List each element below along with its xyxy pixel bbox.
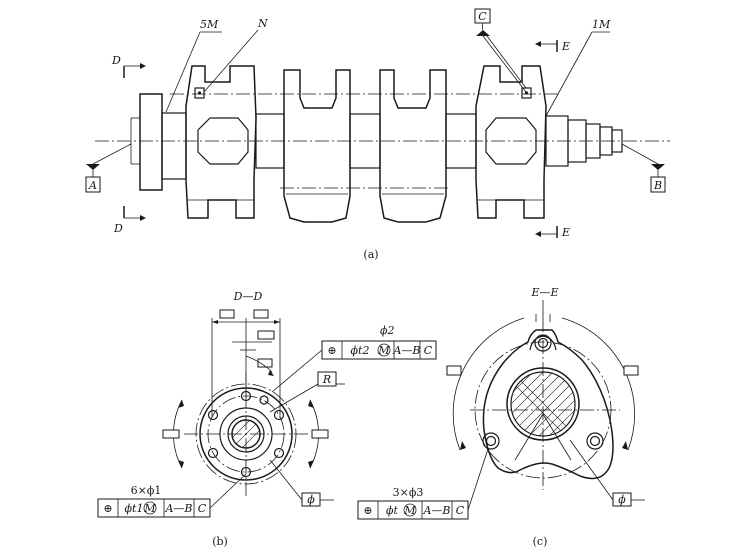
lower-hole-right-inner (589, 435, 601, 447)
datum-a-label: A (88, 179, 97, 192)
fcf-bottom-symbol: ⊕ (103, 502, 112, 515)
fcf-c-symbol: ⊕ (363, 504, 372, 517)
outer-pitch-circle (195, 383, 297, 485)
phi-label-b: ϕ (307, 493, 315, 506)
bore-outer (227, 415, 265, 453)
web-outline (482, 329, 614, 480)
fcf-c-mod: M (403, 504, 416, 517)
bolt-hole-7 (259, 395, 269, 405)
fcf-top-symbol: ⊕ (327, 344, 336, 357)
fcf-top-tol: ϕt2 (351, 344, 370, 357)
fcf-c-tol: ϕt (386, 504, 398, 517)
radius-box (317, 371, 337, 387)
label-n: N (257, 17, 268, 30)
section-d-bottom: D (113, 222, 123, 235)
label-5m: 5M (200, 18, 219, 31)
phi-label-c: ϕ (618, 493, 626, 506)
dim-box-right (311, 429, 329, 439)
section-e-bottom: E (561, 226, 570, 239)
datum-b-label: B (653, 179, 662, 192)
datum-a-box (85, 176, 101, 193)
label-3phi3: 3×ϕ3 (393, 486, 424, 499)
web-1-hole (194, 87, 205, 99)
crank-web-4 (475, 65, 547, 219)
web-pitch-circle (474, 341, 612, 479)
section-title-ee: E—E (530, 286, 558, 299)
fcf-bottom-datum2: C (198, 502, 207, 515)
lower-hole-right-outer (586, 432, 604, 450)
caption-c: (c) (533, 535, 548, 548)
bolt-hole-6 (207, 409, 219, 421)
fcf-top-datum1: A—B (392, 344, 420, 357)
fcf-top-mod: M (377, 344, 390, 357)
datum-b-box (650, 176, 666, 193)
label-1m: 1M (592, 18, 611, 31)
flange (139, 93, 163, 191)
bolt-hole-5 (207, 447, 219, 459)
fcf-c-datum1: A—B (422, 504, 450, 517)
crank-web-1 (185, 65, 257, 219)
caption-a: (a) (363, 248, 378, 261)
bolt-hole-2 (273, 409, 285, 421)
rear-step-4 (611, 129, 623, 153)
web-view-c: E—E (357, 286, 645, 548)
fcf-bottom-mod: M (143, 502, 156, 515)
dim-box-left (162, 429, 180, 439)
fcf-bottom-tol: ϕt1 (125, 502, 144, 515)
hub-circle (219, 407, 273, 461)
fcf-c-datum2: C (456, 504, 465, 517)
web-4-bore (485, 117, 537, 165)
section-d-top: D (111, 54, 121, 67)
section-e-top: E (561, 40, 570, 53)
datum-c-label: C (478, 10, 487, 23)
lower-hole-left-outer (482, 432, 500, 450)
label-r: R (322, 373, 331, 386)
crankshaft-view-a: A B C D D E E 5M N 1M (a) (85, 8, 670, 261)
fcf-bottom: ⊕ ϕt1 M A—B C (97, 498, 211, 518)
flange-view-b: D—D (97, 290, 437, 548)
web-4-hole (521, 87, 532, 99)
label-phi2: ϕ2 (380, 324, 395, 337)
bore-inner (231, 419, 261, 449)
label-6phi1: 6×ϕ1 (131, 484, 162, 497)
flange-hub (161, 112, 187, 180)
caption-b: (b) (212, 535, 228, 548)
crank-web-2 (283, 69, 351, 223)
section-title-dd: D—D (233, 290, 263, 303)
fcf-top: ⊕ ϕt2 M A—B C (321, 340, 437, 360)
fcf-bottom-datum1: A—B (164, 502, 192, 515)
bolt-hole-3 (273, 447, 285, 459)
lower-hole-left-inner (485, 435, 497, 447)
dim-box-c-right (623, 365, 639, 376)
bolt-hole-4 (240, 466, 252, 478)
web-1-bore (197, 117, 249, 165)
crank-web-3 (379, 69, 447, 223)
journal-section-outer (506, 367, 580, 441)
dim-box-c-left (446, 365, 462, 376)
fcf-c: ⊕ ϕt M A—B C (357, 500, 469, 520)
fcf-top-datum2: C (424, 344, 433, 357)
